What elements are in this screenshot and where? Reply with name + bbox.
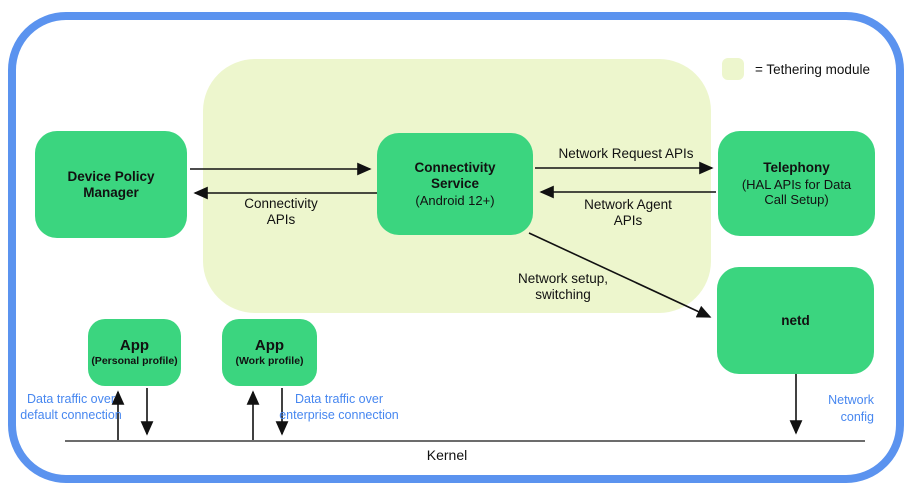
edge-label-network-setup-switching: Network setup, switching <box>517 271 609 303</box>
outer-frame <box>8 12 904 483</box>
node-connectivity-service: Connectivity Service (Android 12+) <box>377 133 533 235</box>
node-subtitle: (HAL APIs for Data Call Setup) <box>741 176 852 207</box>
edge-label-network-request-apis: Network Request APIs <box>558 146 694 161</box>
node-subtitle: (Work profile) <box>235 355 304 368</box>
edge-label-data-traffic-default: Data traffic over default connection <box>20 392 122 423</box>
node-subtitle: (Personal profile) <box>91 355 178 368</box>
node-title: App <box>119 337 150 355</box>
node-title: netd <box>781 312 810 328</box>
node-subtitle: (Android 12+) <box>415 192 495 208</box>
tethering-module-swatch-icon <box>722 58 744 80</box>
node-app-personal-profile: App (Personal profile) <box>88 319 181 386</box>
node-telephony: Telephony (HAL APIs for Data Call Setup) <box>718 131 875 236</box>
kernel-label: Kernel <box>426 447 468 463</box>
arrow-cs-to-netd <box>528 232 712 318</box>
node-app-work-profile: App (Work profile) <box>222 319 317 386</box>
legend: = Tethering module <box>722 58 870 80</box>
legend-label: = Tethering module <box>755 61 870 77</box>
node-device-policy-manager: Device Policy Manager <box>35 131 187 238</box>
edge-label-connectivity-apis: Connectivity APIs <box>244 196 318 228</box>
edge-label-network-agent-apis: Network Agent APIs <box>584 197 672 229</box>
node-title: Device Policy Manager <box>67 168 155 200</box>
node-netd: netd <box>717 267 874 374</box>
node-title: Connectivity Service <box>414 159 496 191</box>
node-title: Telephony <box>763 159 830 175</box>
node-title: App <box>254 337 285 355</box>
edge-label-data-traffic-enterprise: Data traffic over enterprise connection <box>279 392 399 423</box>
edge-label-network-config: Network config <box>828 393 874 424</box>
